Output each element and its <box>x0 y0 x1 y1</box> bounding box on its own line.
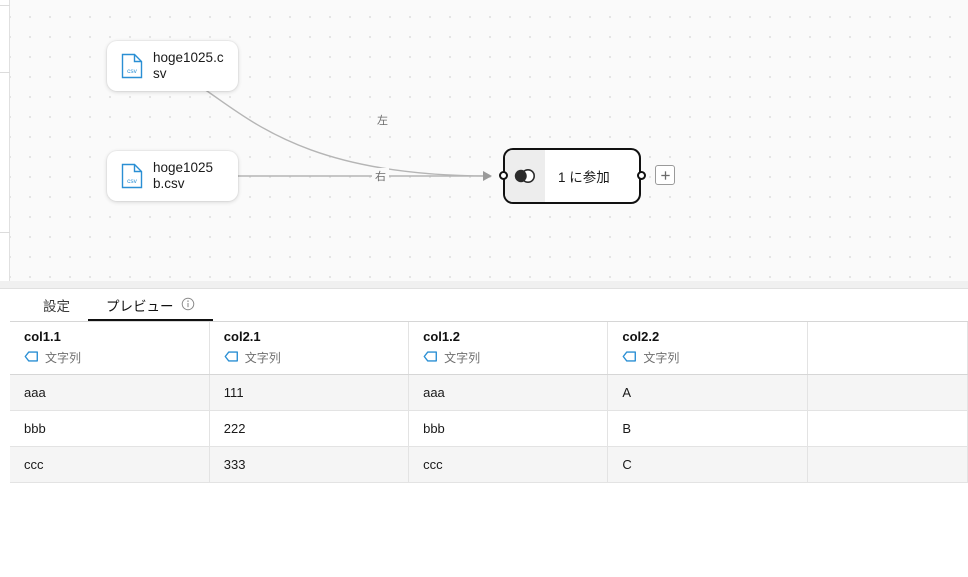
plus-icon <box>660 170 670 180</box>
column-name: col1.1 <box>24 328 61 344</box>
table-cell: B <box>607 410 808 447</box>
table-cell <box>807 410 968 447</box>
string-type-icon <box>224 349 239 367</box>
column-type: 文字列 <box>24 349 209 367</box>
flow-node-file-1-label: hoge1025.csv <box>153 50 224 81</box>
table-cell: 333 <box>209 446 410 483</box>
join-output-port[interactable] <box>637 171 646 180</box>
csv-file-icon: csv <box>121 163 143 189</box>
svg-text:csv: csv <box>127 178 138 185</box>
preview-table-container[interactable]: col1.1 文字列 col2.1 <box>10 322 968 577</box>
table-column-header[interactable]: col2.2 文字列 <box>607 322 808 375</box>
string-type-icon <box>622 349 637 367</box>
column-name: col2.2 <box>622 328 660 344</box>
table-cell: ccc <box>10 446 210 483</box>
canvas-bottom-edge <box>0 281 968 289</box>
table-cell <box>807 374 968 411</box>
flow-node-file-2-label: hoge1025b.csv <box>153 160 214 191</box>
column-type: 文字列 <box>622 349 806 367</box>
table-cell: 111 <box>209 374 410 411</box>
svg-text:csv: csv <box>127 68 138 75</box>
edge-arrowhead-icon <box>483 171 492 181</box>
table-cell: bbb <box>10 410 210 447</box>
join-venn-icon <box>505 150 545 202</box>
table-column-header[interactable]: col2.1 文字列 <box>209 322 410 375</box>
tab-settings[interactable]: 設定 <box>25 289 88 321</box>
tab-preview[interactable]: プレビュー <box>88 289 213 321</box>
edge-label-left: 左 <box>374 112 391 128</box>
table-header-row: col1.1 文字列 col2.1 <box>10 322 968 375</box>
table-cell: bbb <box>408 410 609 447</box>
column-type-label: 文字列 <box>444 351 481 366</box>
table-column-header[interactable]: col1.1 文字列 <box>10 322 210 375</box>
info-icon[interactable] <box>181 297 195 314</box>
table-cell <box>807 446 968 483</box>
table-cell: 222 <box>209 410 410 447</box>
rail-divider-3 <box>0 232 10 233</box>
csv-file-icon: csv <box>121 53 143 79</box>
table-cell: A <box>607 374 808 411</box>
rail-divider-1 <box>0 5 10 6</box>
table-column-header[interactable]: col1.2 文字列 <box>408 322 609 375</box>
column-type-label: 文字列 <box>244 351 281 366</box>
table-column-header-empty <box>807 322 968 375</box>
preview-table: col1.1 文字列 col2.1 <box>10 322 968 483</box>
table-cell: ccc <box>408 446 609 483</box>
column-name: col2.1 <box>223 328 261 344</box>
tab-preview-label: プレビュー <box>106 299 174 314</box>
column-type: 文字列 <box>224 349 408 367</box>
flow-node-join[interactable]: 1 に参加 <box>503 148 641 204</box>
column-type-label: 文字列 <box>643 351 680 366</box>
table-cell: aaa <box>408 374 609 411</box>
rail-divider-2 <box>0 72 10 73</box>
flow-node-join-title: 1 に参加 <box>558 170 610 185</box>
table-cell: C <box>607 446 808 483</box>
column-type-label: 文字列 <box>45 351 82 366</box>
edge-label-right: 右 <box>372 168 389 184</box>
table-row[interactable]: bbb 222 bbb B <box>10 410 968 447</box>
flow-canvas[interactable]: 左 右 csv hoge1025.csv csv hoge <box>10 0 968 281</box>
tab-settings-label: 設定 <box>43 299 70 314</box>
table-cell: aaa <box>10 374 210 411</box>
left-rail <box>0 0 10 289</box>
panel-tabbar: 設定 プレビュー <box>10 289 968 322</box>
string-type-icon <box>423 349 438 367</box>
flow-node-file-2[interactable]: csv hoge1025b.csv <box>107 151 238 201</box>
add-step-button[interactable] <box>655 165 675 185</box>
table-row[interactable]: aaa 111 aaa A <box>10 374 968 411</box>
join-input-port[interactable] <box>499 171 508 180</box>
column-type: 文字列 <box>423 349 607 367</box>
flow-node-file-1[interactable]: csv hoge1025.csv <box>107 41 238 91</box>
column-name: col1.2 <box>423 328 460 344</box>
string-type-icon <box>24 349 39 367</box>
table-row[interactable]: ccc 333 ccc C <box>10 446 968 483</box>
